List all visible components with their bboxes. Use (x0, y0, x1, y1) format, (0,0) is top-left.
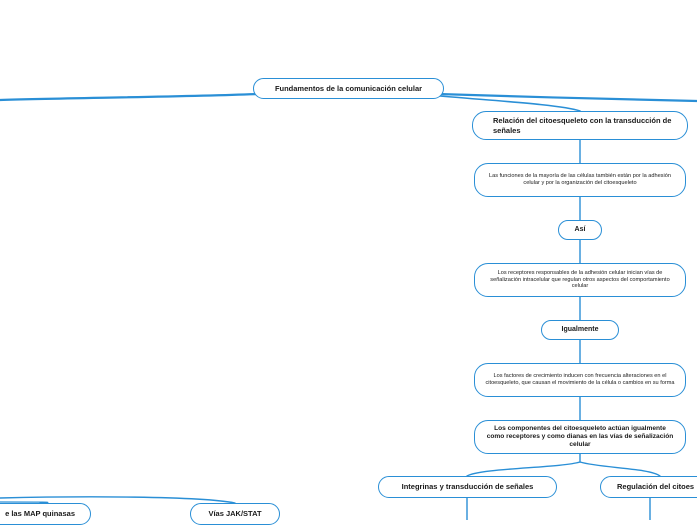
funciones-celulas-node[interactable]: Las funciones de la mayoría de las célul… (474, 163, 686, 197)
connector-left-branch-2 (0, 501, 49, 504)
connector-root-left (0, 92, 260, 102)
map-quinasas-node[interactable]: e las MAP quinasas (0, 503, 91, 525)
connector-componentes-regulacion (579, 461, 661, 477)
connector-root-right (436, 92, 697, 103)
root-topic-node[interactable]: Fundamentos de la comunicación celular (253, 78, 444, 99)
asi-connector-node[interactable]: Así (558, 220, 602, 240)
receptores-adhesion-node[interactable]: Los receptores responsables de la adhesi… (474, 263, 686, 297)
componentes-citoesqueleto-node[interactable]: Los componentes del citoesqueleto actúan… (474, 420, 686, 454)
relacion-citoesqueleto-node[interactable]: Relación del citoesqueleto con la transd… (472, 111, 688, 140)
connector-componentes-integrinas (466, 453, 581, 477)
regulacion-citoesqueleto-node[interactable]: Regulación del citoes (600, 476, 697, 498)
jak-stat-node[interactable]: Vías JAK/STAT (190, 503, 280, 525)
integrinas-node[interactable]: Integrinas y transducción de señales (378, 476, 557, 498)
factores-crecimiento-node[interactable]: Los factores de crecimiento inducen con … (474, 363, 686, 397)
connector-root-relacion (429, 94, 581, 112)
igualmente-connector-node[interactable]: Igualmente (541, 320, 619, 340)
connector-left-branch (0, 496, 236, 504)
